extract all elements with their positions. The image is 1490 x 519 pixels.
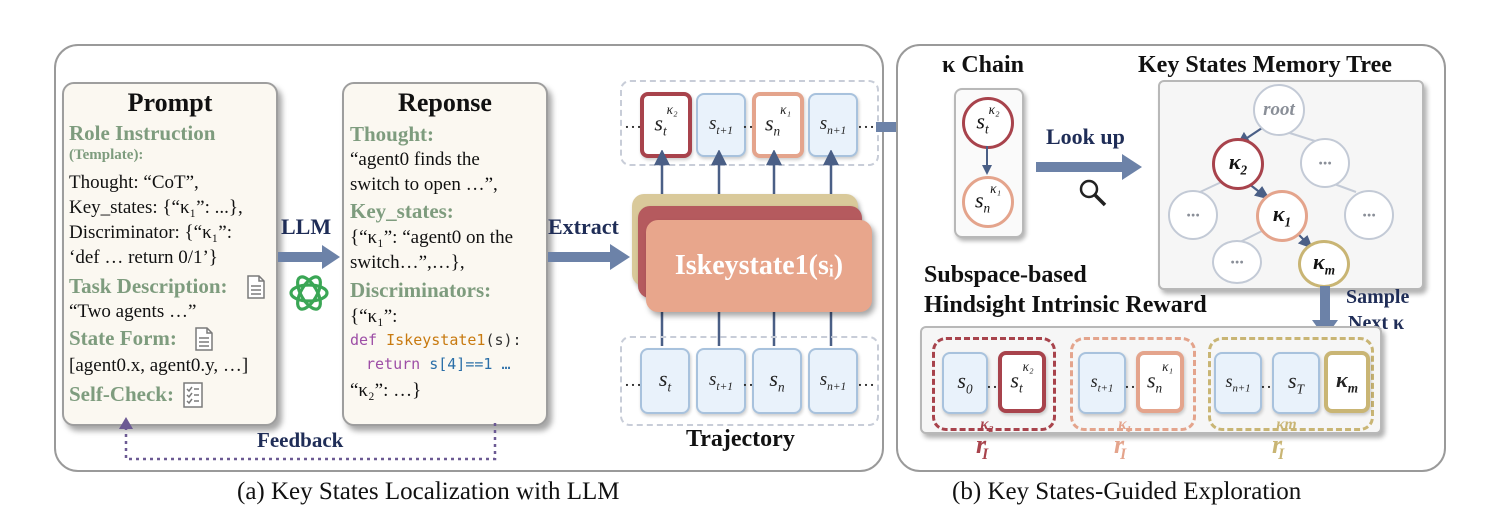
task-description-label: Task Description: xyxy=(69,274,228,298)
code-return-keyword: return xyxy=(366,355,421,373)
state-t: st xyxy=(640,348,690,414)
document-icon xyxy=(246,275,266,304)
tree-node-kappa-m: κm xyxy=(1298,240,1350,288)
trajectory-label: Trajectory xyxy=(686,426,795,452)
extract-label: Extract xyxy=(548,214,619,239)
ellipsis: … xyxy=(624,112,642,132)
lookup-arrow xyxy=(1036,154,1142,180)
discriminator-return-line: return s[4]==1 … xyxy=(366,355,511,373)
chain-link-arrow xyxy=(982,146,992,175)
chain-node-kappa1: snκ₁ xyxy=(962,176,1014,228)
response-title: Reponse xyxy=(398,88,492,117)
reward-r-kappa1: rIκ₁ xyxy=(1114,416,1132,464)
key-states-line-1: {“κ₁”: “agent0 on the xyxy=(350,227,514,248)
discriminator-line-4: “κ₂”: …} xyxy=(350,380,422,401)
code-def-keyword: def xyxy=(350,331,378,349)
document-icon xyxy=(194,327,214,356)
thought-line-2: switch to open …”, xyxy=(350,174,498,195)
state-0: s0 xyxy=(942,352,988,414)
left-caption: (a) Key States Localization with LLM xyxy=(237,478,620,505)
key-states-line-2: switch…”,…}, xyxy=(350,252,465,273)
state-key-kappa1-reward: snκ₁ xyxy=(1136,351,1184,413)
response-card: Reponse Thought: “agent0 finds the switc… xyxy=(342,82,548,426)
reward-segment-2 xyxy=(1070,337,1196,431)
extract-arrow xyxy=(548,244,630,270)
llm-label: LLM xyxy=(281,214,332,239)
self-check-label: Self-Check: xyxy=(69,382,174,406)
right-caption: (b) Key States-Guided Exploration xyxy=(952,478,1302,505)
function-box: Iskeystate1(sᵢ) xyxy=(646,220,872,312)
reward-segment-3 xyxy=(1208,337,1374,431)
reward-title-line-1: Subspace-based xyxy=(924,262,1087,288)
template-label: (Template): xyxy=(69,147,144,163)
ellipsis: … xyxy=(624,370,642,390)
prompt-title: Prompt xyxy=(127,88,213,117)
ellipsis: … xyxy=(857,112,875,132)
state-form-text: [agent0.x, agent0.y, …] xyxy=(69,355,249,376)
discriminator-line-1: {“κ₁”: xyxy=(350,306,398,327)
prompt-thought-line: Thought: “CoT”, xyxy=(69,172,199,193)
code-expression: s[4]==1 … xyxy=(429,355,511,373)
tree-node-dots-bottom: ··· xyxy=(1212,240,1262,284)
discriminator-def-line: def Iskeystate1(s): xyxy=(350,331,522,349)
state-n-plus-1: sn+1 xyxy=(808,93,858,157)
state-n-plus-1-bottom: sn+1 xyxy=(808,348,858,414)
key-states-label: Key_states: xyxy=(350,199,454,223)
prompt-card: Prompt Role Instruction (Template): Thou… xyxy=(62,82,278,426)
checklist-icon xyxy=(182,382,204,413)
code-arg: (s): xyxy=(485,331,522,349)
reward-r-kappa2: rIκ₂ xyxy=(976,416,994,464)
llm-arrow xyxy=(278,245,340,269)
state-T: sT xyxy=(1272,352,1320,414)
tree-box xyxy=(1158,80,1424,290)
state-t-plus-1: st+1 xyxy=(696,93,746,157)
state-n-plus-1-reward: sn+1 xyxy=(1214,352,1262,414)
function-label: Iskeystate1(sᵢ) xyxy=(674,250,844,281)
reward-segment-1 xyxy=(932,337,1056,431)
sample-arrow xyxy=(1312,286,1338,338)
state-t-plus-1-bottom: st+1 xyxy=(696,348,746,414)
tree-root-node: root xyxy=(1253,84,1305,136)
state-kappa-m: κm xyxy=(1324,351,1370,413)
state-key-kappa1: snκ₁ xyxy=(752,92,804,158)
bottom-state-row xyxy=(620,336,879,426)
state-n: sn xyxy=(752,348,802,414)
code-function-name: Iskeystate1 xyxy=(386,331,486,349)
tree-node-dots-right: ··· xyxy=(1300,138,1350,188)
sample-label: Sample xyxy=(1346,286,1410,308)
ellipsis: … xyxy=(857,370,875,390)
state-form-label: State Form: xyxy=(69,326,177,350)
discriminators-label: Discriminators: xyxy=(350,278,492,302)
search-icon xyxy=(1079,179,1107,207)
chain-node-kappa2: stκ₂ xyxy=(962,97,1014,149)
tree-node-dots-left: ··· xyxy=(1168,190,1218,240)
task-text: “Two agents …” xyxy=(69,301,197,322)
prompt-def-line: ‘def … return 0/1’} xyxy=(69,247,218,268)
tree-node-dots-far-right: ··· xyxy=(1344,190,1394,240)
feedback-label: Feedback xyxy=(257,428,344,452)
tree-node-kappa2: κ2 xyxy=(1212,138,1264,190)
thought-label: Thought: xyxy=(350,122,435,146)
root-label: root xyxy=(1263,99,1295,120)
lookup-label: Look up xyxy=(1046,124,1125,149)
thought-line-1: “agent0 finds the xyxy=(350,149,480,170)
state-t-plus-1-reward: st+1 xyxy=(1078,352,1126,414)
prompt-discriminator-line: Discriminator: {“κ₁”: xyxy=(69,222,233,243)
reward-r-kappa-m: rIκm xyxy=(1272,416,1297,464)
tree-title: Key States Memory Tree xyxy=(1138,52,1392,78)
prompt-key-states-line: Key_states: {“κ₁”: ...}, xyxy=(69,197,243,218)
state-key-kappa2: stκ₂ xyxy=(640,92,692,158)
reward-title-line-2: Hindsight Intrinsic Reward xyxy=(924,292,1207,318)
role-instruction-label: Role Instruction xyxy=(69,121,216,145)
tree-node-kappa1: κ1 xyxy=(1256,190,1308,242)
chain-title: κ Chain xyxy=(942,52,1025,78)
feedback-loop xyxy=(119,417,497,461)
llm-logo-icon xyxy=(289,275,329,311)
state-key-kappa2-reward: stκ₂ xyxy=(998,351,1046,413)
